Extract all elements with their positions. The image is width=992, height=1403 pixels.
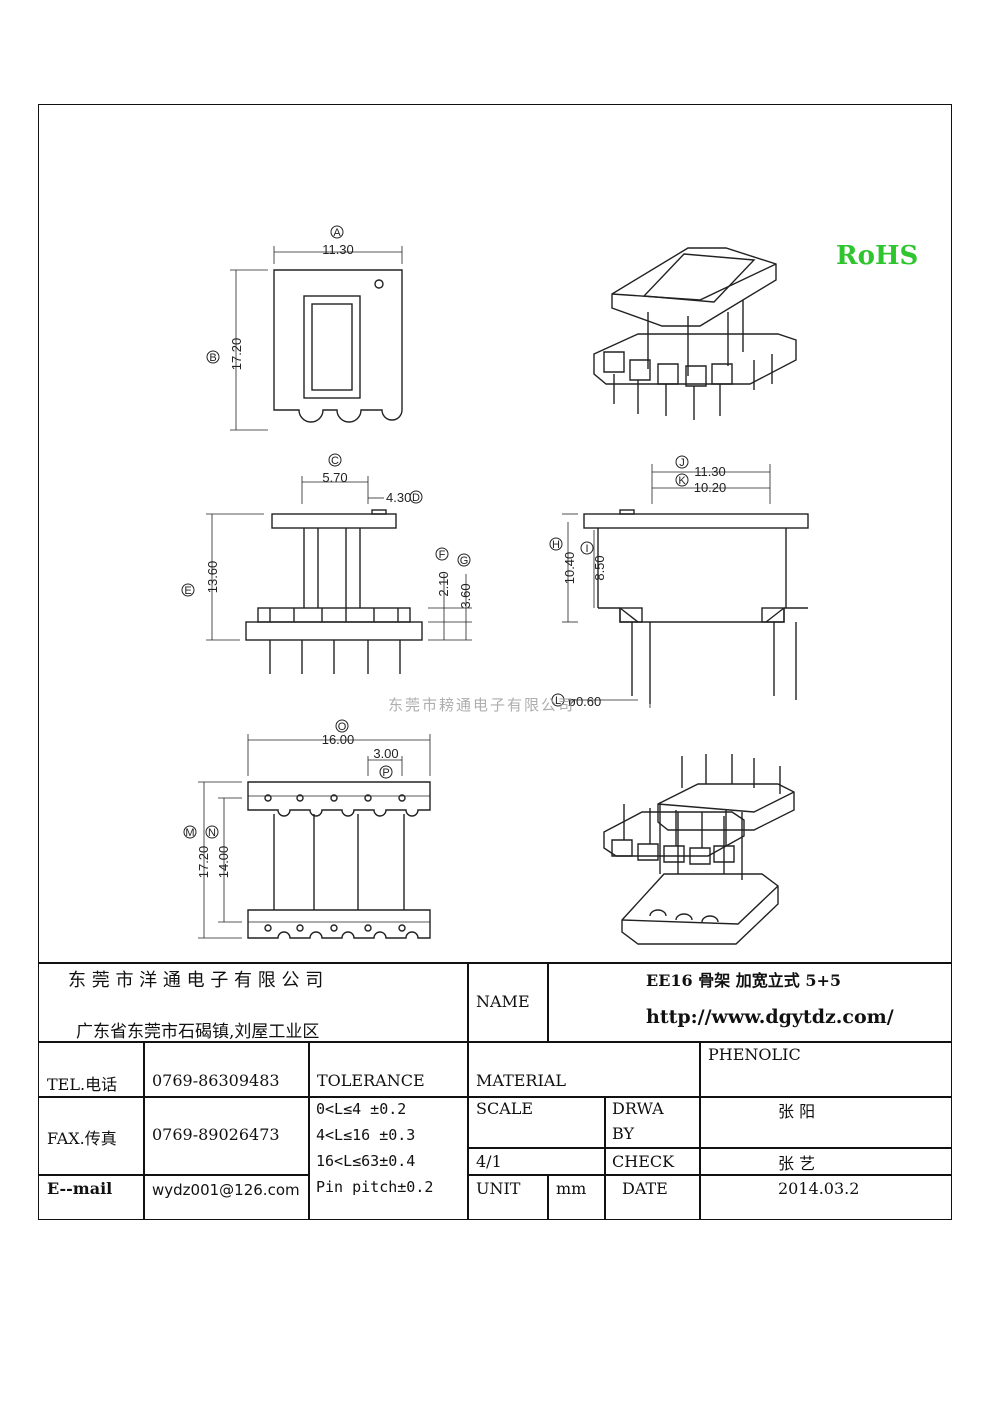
top-view — [230, 246, 403, 431]
front-view — [206, 476, 472, 674]
dim-m-letter: M — [185, 827, 194, 839]
dim-c-value: 5.70 — [322, 470, 347, 485]
dim-m-value: 17.20 — [196, 846, 211, 879]
bottom-view — [198, 734, 431, 939]
dim-n-value: 14.00 — [216, 846, 231, 879]
checked-by-value: 张 艺 — [778, 1154, 816, 1173]
tel-label: TEL.电话 — [47, 1075, 118, 1094]
rohs-mark: RoHS — [836, 241, 918, 271]
tolerance-label: TOLERANCE — [317, 1071, 425, 1090]
dim-b-value: 17.20 — [229, 338, 244, 371]
dim-e-value: 13.60 — [205, 561, 220, 594]
dim-d-letter: D — [412, 492, 420, 504]
email-value[interactable]: wydz001@126.com — [152, 1181, 300, 1199]
watermark: 东莞市耪通电子有限公司 — [388, 696, 575, 714]
drawn-by-label-1: DRWA — [612, 1099, 664, 1118]
company-name: 东 莞 市 洋 通 电 子 有 限 公 司 — [68, 970, 324, 991]
product-name: EE16 骨架 加宽立式 5+5 — [646, 971, 842, 990]
dim-l-value: ø0.60 — [568, 694, 601, 709]
name-label: NAME — [476, 992, 530, 1011]
material-value: PHENOLIC — [708, 1045, 801, 1064]
dim-c-letter: C — [331, 455, 339, 467]
tel-value: 0769-86309483 — [152, 1071, 280, 1090]
dim-f-letter: F — [439, 549, 446, 561]
dim-h-value: 10.40 — [562, 552, 577, 585]
isometric-view-bottom — [603, 754, 795, 945]
side-view — [562, 464, 809, 708]
company-website[interactable]: http://www.dgytdz.com/ — [646, 1006, 894, 1028]
tolerance-row-1: 0<L≤4 ±0.2 — [316, 1100, 407, 1118]
dim-p-letter: P — [382, 767, 389, 779]
dim-j-value: 11.30 — [694, 464, 726, 479]
dim-o-value: 16.00 — [322, 732, 355, 747]
fax-label: FAX.传真 — [47, 1129, 117, 1148]
dim-l-letter: L — [555, 695, 561, 707]
email-label: E--mail — [47, 1179, 113, 1198]
tolerance-row-3: 16<L≤63±0.4 — [316, 1152, 416, 1170]
company-address: 广东省东莞市石碣镇,刘屋工业区 — [76, 1022, 320, 1042]
technical-drawing: RoHS 11.30 A 17.20 B — [181, 225, 918, 945]
date-value: 2014.03.2 — [778, 1179, 860, 1198]
unit-value: mm — [556, 1179, 587, 1198]
fax-value: 0769-89026473 — [152, 1125, 280, 1144]
dim-e-letter: E — [184, 585, 191, 597]
dim-k-value: 10.20 — [694, 480, 727, 495]
dim-i-letter: I — [585, 543, 588, 555]
isometric-view-top — [593, 247, 797, 420]
dim-p-value: 3.00 — [373, 746, 398, 761]
dim-o-letter: O — [338, 721, 347, 733]
material-label: MATERIAL — [476, 1071, 566, 1090]
dim-i-value: 8.50 — [592, 555, 607, 580]
dim-j-letter: J — [679, 457, 685, 469]
drawing-frame — [38, 104, 952, 1220]
dim-h-letter: H — [552, 539, 560, 551]
check-label: CHECK — [612, 1152, 675, 1171]
dim-a-letter: A — [333, 227, 341, 239]
dim-g-letter: G — [460, 555, 469, 567]
drawn-by-label-2: BY — [612, 1124, 635, 1143]
date-label: DATE — [622, 1179, 668, 1198]
drawn-by-value: 张 阳 — [778, 1102, 816, 1121]
dim-k-letter: K — [678, 475, 686, 487]
dim-f-value: 2.10 — [436, 571, 451, 596]
dim-a-value: 11.30 — [322, 242, 354, 257]
tolerance-row-2: 4<L≤16 ±0.3 — [316, 1126, 416, 1144]
unit-label: UNIT — [476, 1179, 521, 1198]
dim-n-letter: N — [208, 827, 216, 839]
tolerance-row-4: Pin pitch±0.2 — [316, 1178, 434, 1196]
dim-d-value: 4.30 — [386, 490, 411, 505]
dim-g-value: 3.60 — [458, 583, 473, 608]
scale-label: SCALE — [476, 1099, 534, 1118]
dim-b-letter: B — [209, 352, 216, 364]
scale-value: 4/1 — [476, 1152, 502, 1171]
